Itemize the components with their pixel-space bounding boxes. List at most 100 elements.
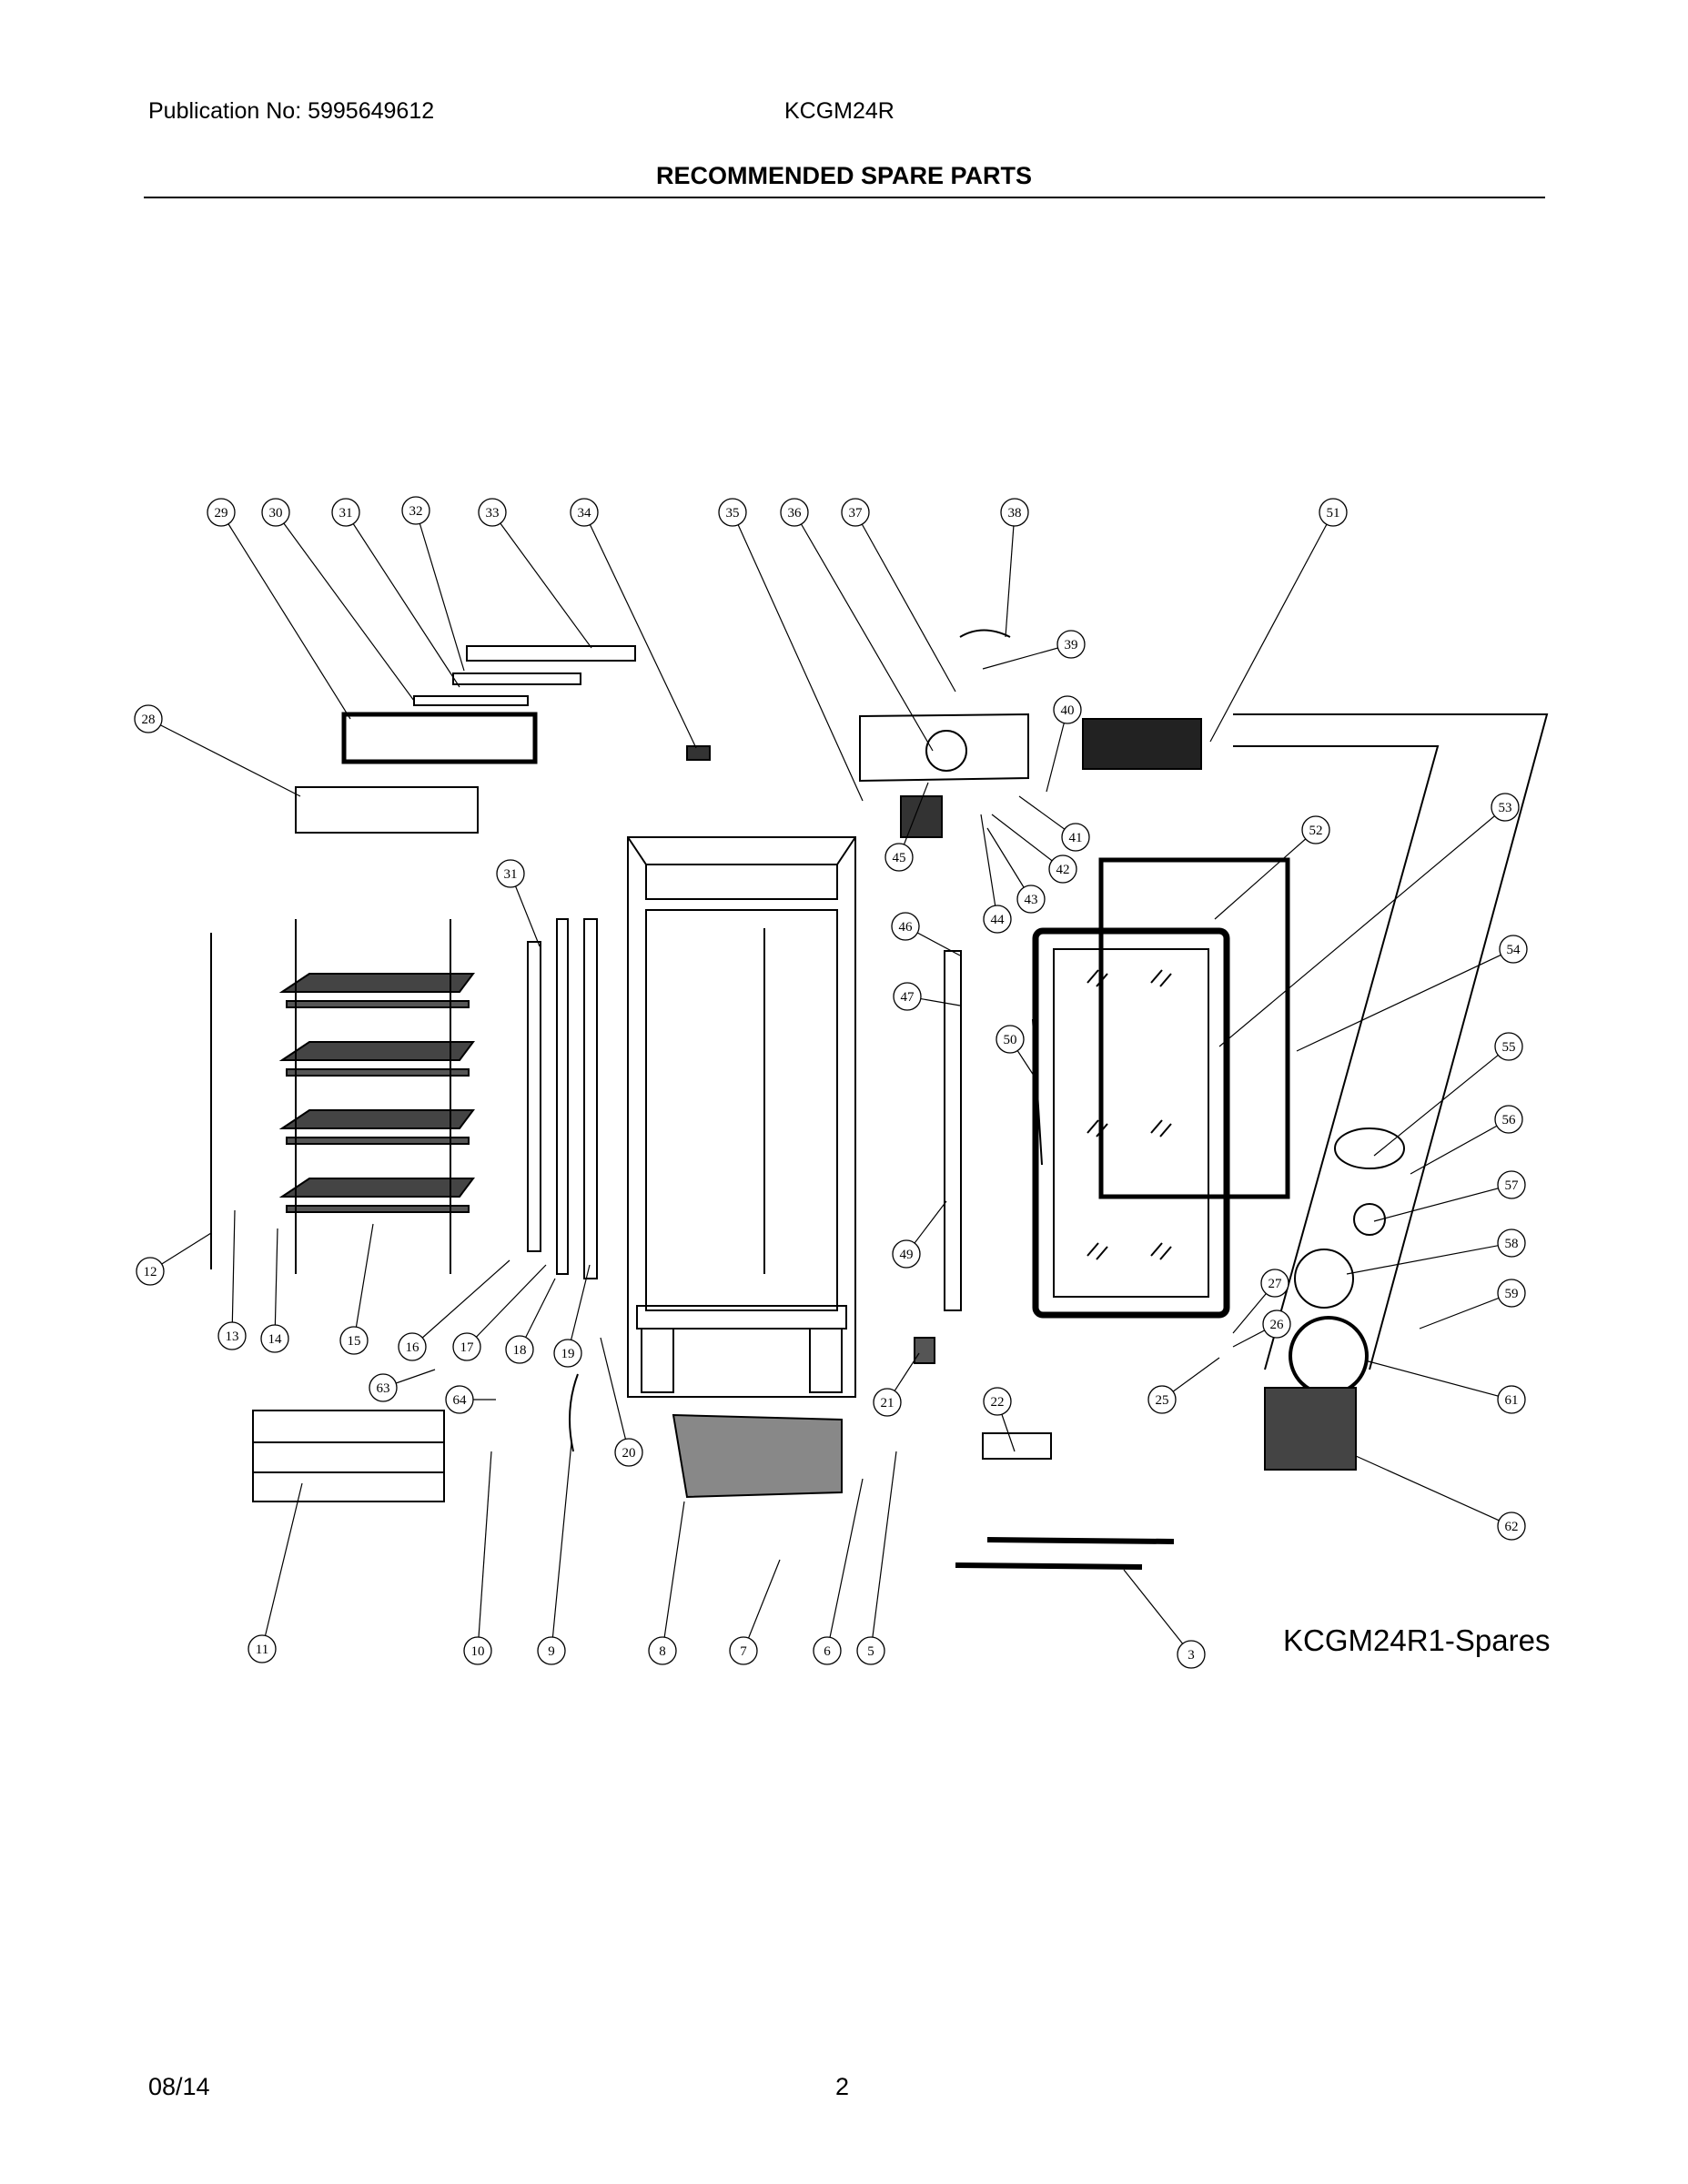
cabinet-base [636, 1305, 847, 1330]
callout-30: 30 [261, 498, 290, 527]
leader-line [1373, 1046, 1510, 1157]
callout-number: 44 [991, 913, 1006, 927]
callout-number: 14 [268, 1332, 283, 1347]
callout-number: 31 [339, 506, 353, 521]
leader-line [982, 643, 1072, 670]
callout-number: 50 [1004, 1033, 1017, 1047]
leader-line [1419, 1292, 1512, 1330]
glass-glint [1087, 1119, 1099, 1134]
leader-line [1346, 1242, 1512, 1275]
callout-7: 7 [729, 1636, 758, 1665]
callout-number: 51 [1327, 506, 1340, 521]
callout-47: 47 [893, 982, 922, 1011]
tube-32 [452, 672, 581, 685]
door-handle [1032, 1018, 1043, 1166]
evaporator-51 [1082, 718, 1202, 770]
callout-circle [1319, 498, 1348, 527]
callout-number: 16 [406, 1340, 420, 1355]
callout-number: 52 [1309, 824, 1323, 838]
callout-number: 59 [1505, 1287, 1519, 1301]
glass-glint [1096, 1246, 1108, 1260]
callout-number: 30 [269, 506, 283, 521]
callout-8: 8 [648, 1636, 677, 1665]
callout-circle [780, 498, 809, 527]
wire-shelf [278, 1109, 475, 1129]
shelf-rail [286, 1205, 470, 1213]
callout-circle [1494, 1032, 1523, 1061]
callout-9: 9 [537, 1636, 566, 1665]
leader-line [567, 1264, 591, 1354]
callout-circle [718, 498, 747, 527]
callout-31: 31 [331, 498, 360, 527]
callout-29: 29 [207, 498, 236, 527]
glass-glint [1159, 1246, 1172, 1260]
glass-glint [1087, 969, 1099, 984]
bracket-34 [686, 745, 711, 761]
callout-15: 15 [339, 1326, 369, 1355]
callout-59: 59 [1497, 1279, 1526, 1308]
callout-circle [648, 1636, 677, 1665]
callout-circle [248, 1634, 277, 1663]
callout-number: 39 [1065, 638, 1078, 652]
condenser-coil-62 [1264, 1387, 1357, 1471]
callout-circle [996, 1025, 1025, 1054]
trim-18 [583, 918, 598, 1279]
callout-number: 29 [215, 506, 228, 521]
cabinet-outline [627, 836, 856, 1398]
fan-grille-45 [900, 795, 943, 838]
leader-line [854, 511, 956, 693]
leader-line [345, 511, 460, 688]
diagram-label: KCGM24R1-Spares [1283, 1623, 1551, 1657]
callout-number: 55 [1502, 1040, 1516, 1055]
fan-motor-57 [1353, 1203, 1386, 1236]
callout-circle [1260, 1269, 1289, 1298]
callout-circle [537, 1636, 566, 1665]
glass-glint [1150, 1119, 1163, 1134]
glass-glint [1159, 1123, 1172, 1138]
callout-circle [614, 1438, 643, 1467]
callout-number: 12 [144, 1265, 157, 1279]
callout-19: 19 [553, 1339, 582, 1368]
callout-number: 9 [548, 1644, 555, 1659]
callout-circle [369, 1373, 398, 1402]
callout-27: 27 [1260, 1269, 1289, 1298]
callout-40: 40 [1053, 695, 1082, 724]
light-panel-28 [295, 786, 479, 834]
callout-number: 13 [226, 1330, 239, 1344]
leader-line [743, 1559, 781, 1652]
callout-number: 10 [471, 1644, 485, 1659]
leader-line [991, 814, 1064, 870]
rail-3b [955, 1562, 1143, 1570]
callout-number: 46 [899, 920, 914, 935]
fan-motor-37 [925, 730, 967, 772]
callout-circle [339, 1326, 369, 1355]
leader-line [1355, 1455, 1512, 1527]
callout-circle [463, 1636, 492, 1665]
callout-number: 63 [377, 1381, 390, 1396]
callout-31: 31 [496, 859, 525, 888]
callout-22: 22 [983, 1387, 1012, 1416]
callout-3: 3 [1177, 1640, 1206, 1669]
leader-line [732, 511, 864, 802]
leader-line [600, 1337, 630, 1453]
glass-glint [1087, 1242, 1099, 1257]
leader-line [1218, 806, 1506, 1047]
door-frame [1032, 927, 1230, 1319]
envelope-right [1233, 713, 1549, 1370]
leader-line [980, 814, 998, 920]
kickplate-11 [252, 1410, 445, 1502]
callout-circle [1499, 935, 1528, 964]
callout-33: 33 [478, 498, 507, 527]
callout-41: 41 [1061, 823, 1090, 852]
bracket-38 [959, 629, 1011, 638]
callout-circle [553, 1339, 582, 1368]
cabinet-edge [836, 836, 856, 865]
callout-circle [1000, 498, 1029, 527]
callout-circle [331, 498, 360, 527]
callout-circle [136, 1257, 165, 1286]
callout-number: 27 [1269, 1277, 1283, 1291]
callout-circle [1147, 1385, 1177, 1414]
callout-64: 64 [445, 1385, 474, 1414]
callout-number: 43 [1025, 893, 1038, 907]
callout-circle [983, 1387, 1012, 1416]
